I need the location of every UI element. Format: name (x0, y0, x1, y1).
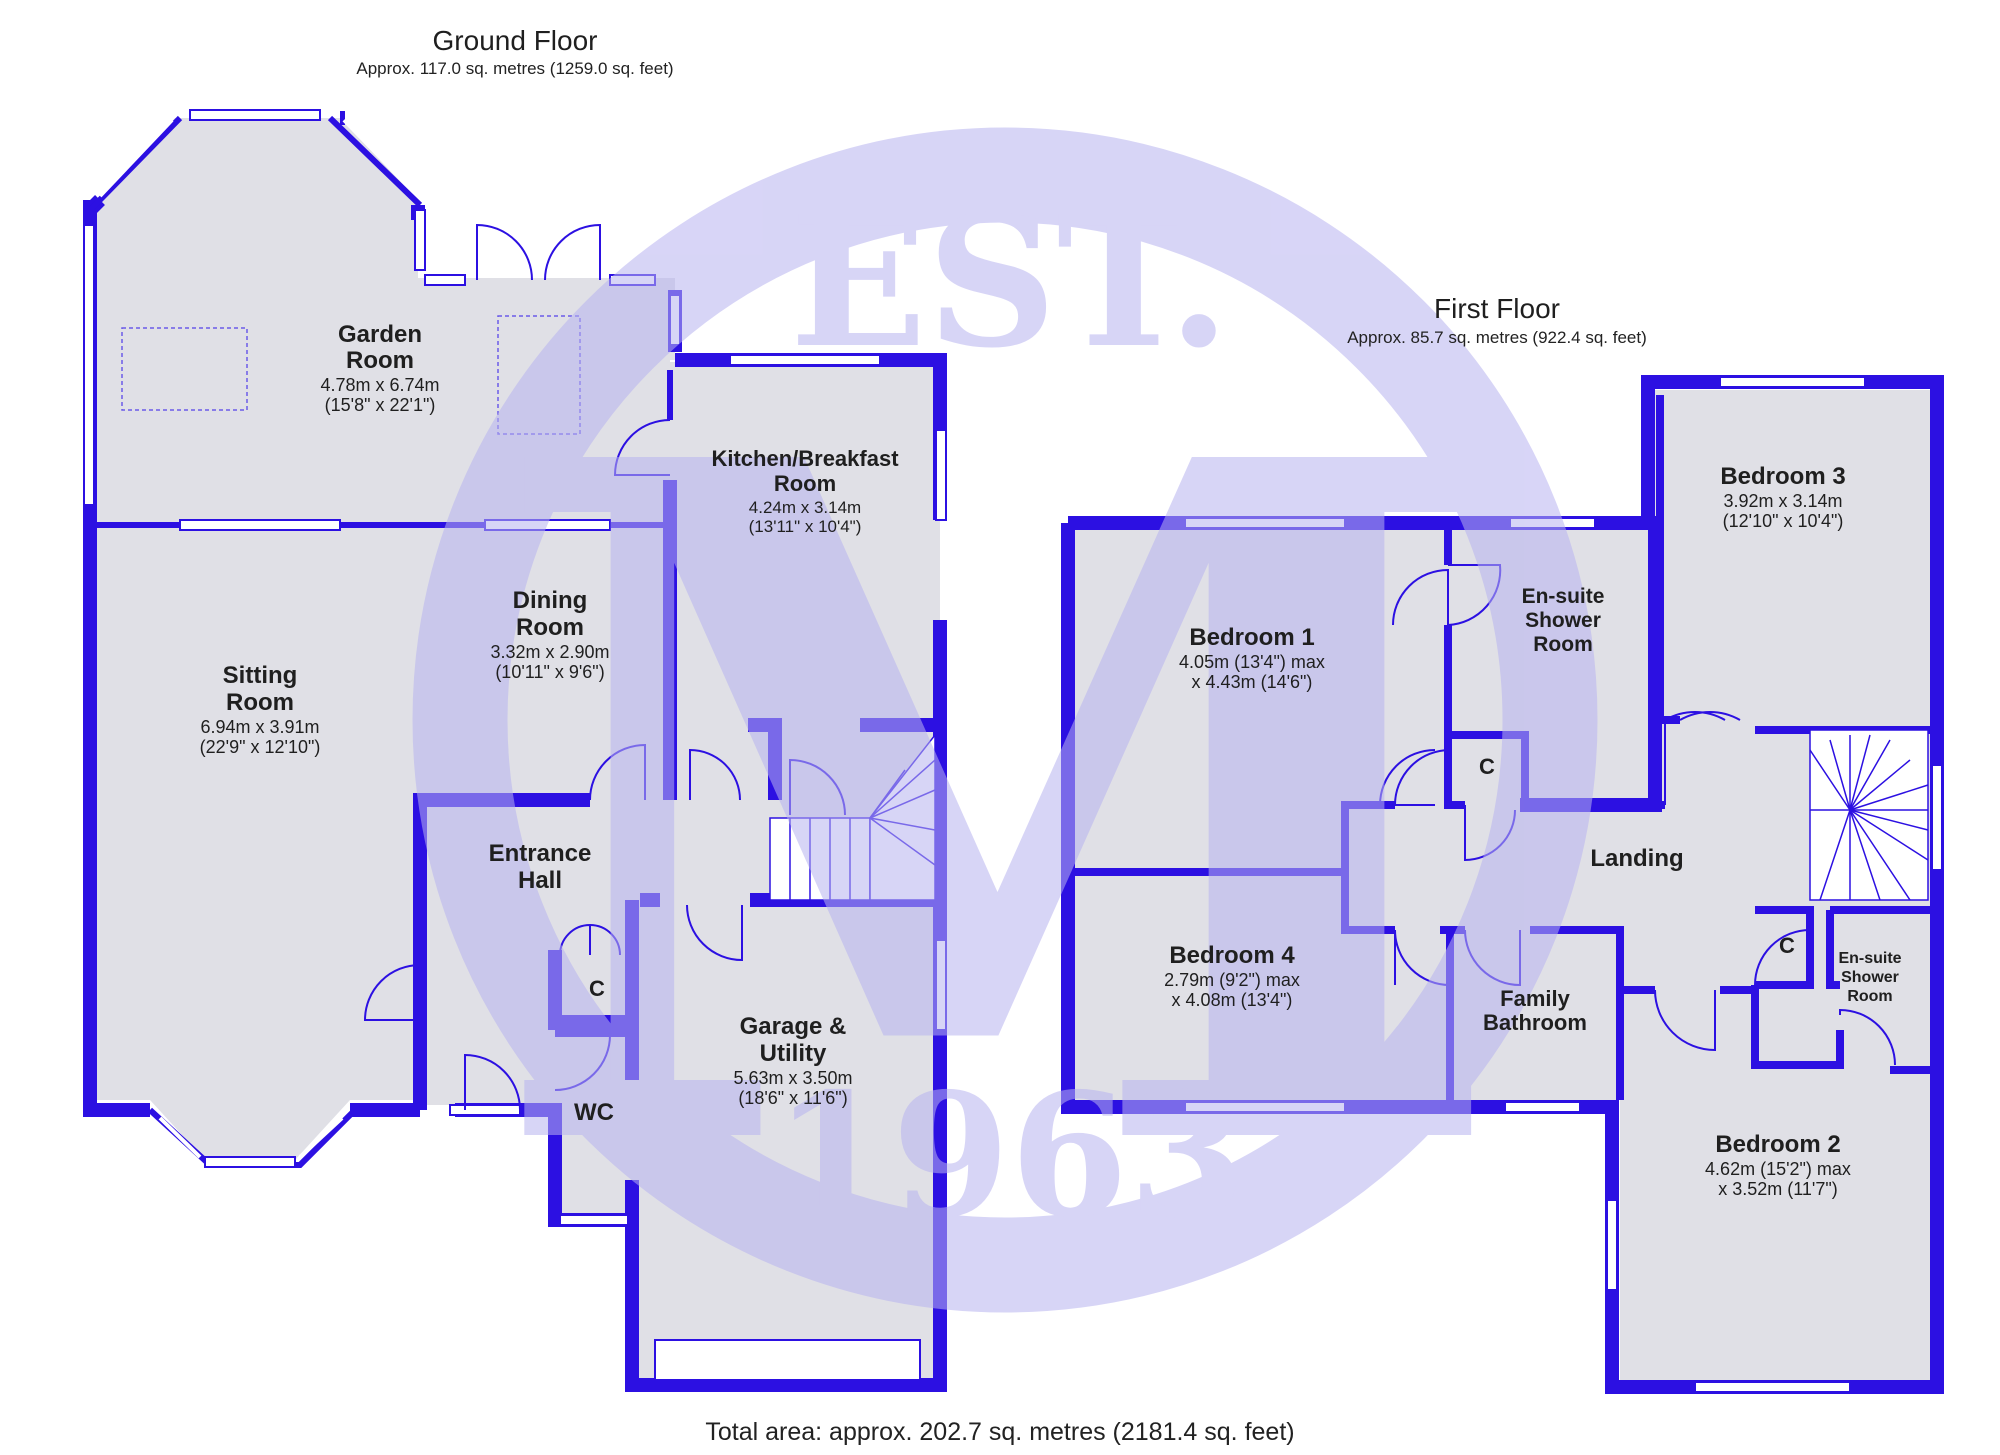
first-floor-stairs (1809, 729, 1929, 901)
svg-text:Dining: Dining (513, 587, 588, 614)
svg-text:Shower: Shower (1841, 969, 1899, 986)
svg-text:En-suite: En-suite (1838, 950, 1901, 967)
sitting-room-bay-floor (150, 1100, 350, 1160)
svg-text:4.78m x 6.74m: 4.78m x 6.74m (320, 375, 439, 395)
ground-floor-bay-windows (98, 118, 416, 1159)
svg-text:Utility: Utility (760, 1040, 827, 1067)
ground-floor-area: Approx. 117.0 sq. metres (1259.0 sq. fee… (356, 59, 673, 78)
svg-text:3.92m x 3.14m: 3.92m x 3.14m (1723, 491, 1842, 511)
sitting-room-floor (90, 530, 420, 1100)
svg-text:(22'9" x 12'10"): (22'9" x 12'10") (200, 737, 321, 757)
svg-text:Room: Room (226, 689, 294, 716)
bedroom-3-floor (1655, 390, 1930, 730)
watermark-year: 1963 (773, 1056, 1246, 1256)
svg-text:Hall: Hall (518, 867, 562, 894)
total-area: Total area: approx. 202.7 sq. metres (21… (705, 1418, 1294, 1446)
svg-text:Room: Room (774, 471, 836, 496)
svg-text:Shower: Shower (1525, 609, 1601, 632)
watermark-logo-letter: M (485, 263, 1514, 1355)
room-label-garden-room: Garden Room 4.78m x 6.74m (15'8" x 22'1"… (320, 321, 439, 415)
svg-text:Bedroom 1: Bedroom 1 (1189, 624, 1314, 651)
room-label-sitting-room: Sitting Room 6.94m x 3.91m (22'9" x 12'1… (200, 662, 321, 757)
room-label-wc: WC (574, 1099, 614, 1126)
room-label-dining-room: Dining Room 3.32m x 2.90m (10'11" x 9'6"… (490, 587, 609, 682)
svg-text:Room: Room (1847, 988, 1892, 1005)
svg-text:Sitting: Sitting (223, 662, 298, 689)
ground-floor-stairs (769, 732, 936, 901)
svg-text:Bedroom 2: Bedroom 2 (1715, 1131, 1840, 1158)
first-floor-inner-walls (1075, 395, 1930, 1100)
svg-text:2.79m (9'2") max: 2.79m (9'2") max (1164, 970, 1300, 990)
svg-text:En-suite: En-suite (1522, 585, 1605, 608)
room-label-bedroom-1: Bedroom 1 4.05m (13'4") max x 4.43m (14'… (1179, 624, 1325, 692)
room-label-entrance-hall: Entrance Hall (489, 840, 592, 894)
room-label-ensuite-1: En-suite Shower Room (1522, 585, 1605, 656)
kitchen-floor (670, 362, 940, 812)
svg-text:3.32m x 2.90m: 3.32m x 2.90m (490, 642, 609, 662)
room-label-ground-cupboard: C (589, 976, 605, 1001)
svg-text:4.62m (15'2") max: 4.62m (15'2") max (1705, 1159, 1851, 1179)
svg-text:(15'8" x 22'1"): (15'8" x 22'1") (325, 395, 436, 415)
svg-text:Family: Family (1500, 986, 1570, 1011)
room-label-bedroom-3: Bedroom 3 3.92m x 3.14m (12'10" x 10'4") (1720, 463, 1845, 531)
svg-text:(12'10" x 10'4"): (12'10" x 10'4") (1723, 511, 1844, 531)
watermark: M EST. 1963 (412, 127, 1598, 1355)
svg-text:Room: Room (516, 614, 584, 641)
ground-floor-title: Ground Floor (433, 25, 598, 56)
room-label-first-cupboard-2: C (1779, 933, 1795, 958)
svg-text:(13'11" x 10'4"): (13'11" x 10'4") (749, 517, 862, 536)
svg-text:4.24m x 3.14m: 4.24m x 3.14m (749, 498, 861, 517)
svg-text:Bathroom: Bathroom (1483, 1010, 1587, 1035)
room-label-bedroom-4: Bedroom 4 2.79m (9'2") max x 4.08m (13'4… (1164, 942, 1300, 1010)
room-label-ensuite-2: En-suite Shower Room (1838, 950, 1901, 1005)
room-label-first-cupboard-1: C (1479, 754, 1495, 779)
svg-text:x 4.43m (14'6"): x 4.43m (14'6") (1192, 672, 1313, 692)
room-label-bedroom-2: Bedroom 2 4.62m (15'2") max x 3.52m (11'… (1705, 1131, 1851, 1199)
svg-text:Garden: Garden (338, 321, 422, 348)
svg-text:Bedroom 3: Bedroom 3 (1720, 463, 1845, 490)
svg-text:Room: Room (346, 347, 414, 374)
svg-text:(10'11" x 9'6"): (10'11" x 9'6") (495, 662, 604, 682)
svg-text:Kitchen/Breakfast: Kitchen/Breakfast (711, 446, 899, 471)
svg-text:Entrance: Entrance (489, 840, 592, 867)
svg-text:x 4.08m (13'4"): x 4.08m (13'4") (1172, 990, 1293, 1010)
svg-text:Garage &: Garage & (740, 1013, 847, 1040)
room-label-landing: Landing (1590, 845, 1683, 872)
svg-text:6.94m x 3.91m: 6.94m x 3.91m (200, 717, 319, 737)
room-label-family-bathroom: Family Bathroom (1483, 986, 1587, 1035)
svg-text:4.05m (13'4") max: 4.05m (13'4") max (1179, 652, 1325, 672)
first-floor-area: Approx. 85.7 sq. metres (922.4 sq. feet) (1347, 328, 1647, 347)
svg-text:x 3.52m (11'7"): x 3.52m (11'7") (1718, 1179, 1838, 1199)
watermark-ring (412, 127, 1598, 1313)
svg-text:(18'6" x 11'6"): (18'6" x 11'6") (738, 1088, 847, 1108)
first-floor-title: First Floor (1434, 293, 1560, 324)
watermark-est: EST. (790, 177, 1231, 388)
svg-text:5.63m x 3.50m: 5.63m x 3.50m (733, 1068, 852, 1088)
room-label-garage: Garage & Utility 5.63m x 3.50m (18'6" x … (733, 1013, 852, 1108)
room-label-kitchen: Kitchen/Breakfast Room 4.24m x 3.14m (13… (711, 446, 899, 536)
svg-text:Room: Room (1533, 633, 1593, 656)
svg-text:Bedroom 4: Bedroom 4 (1169, 942, 1295, 969)
